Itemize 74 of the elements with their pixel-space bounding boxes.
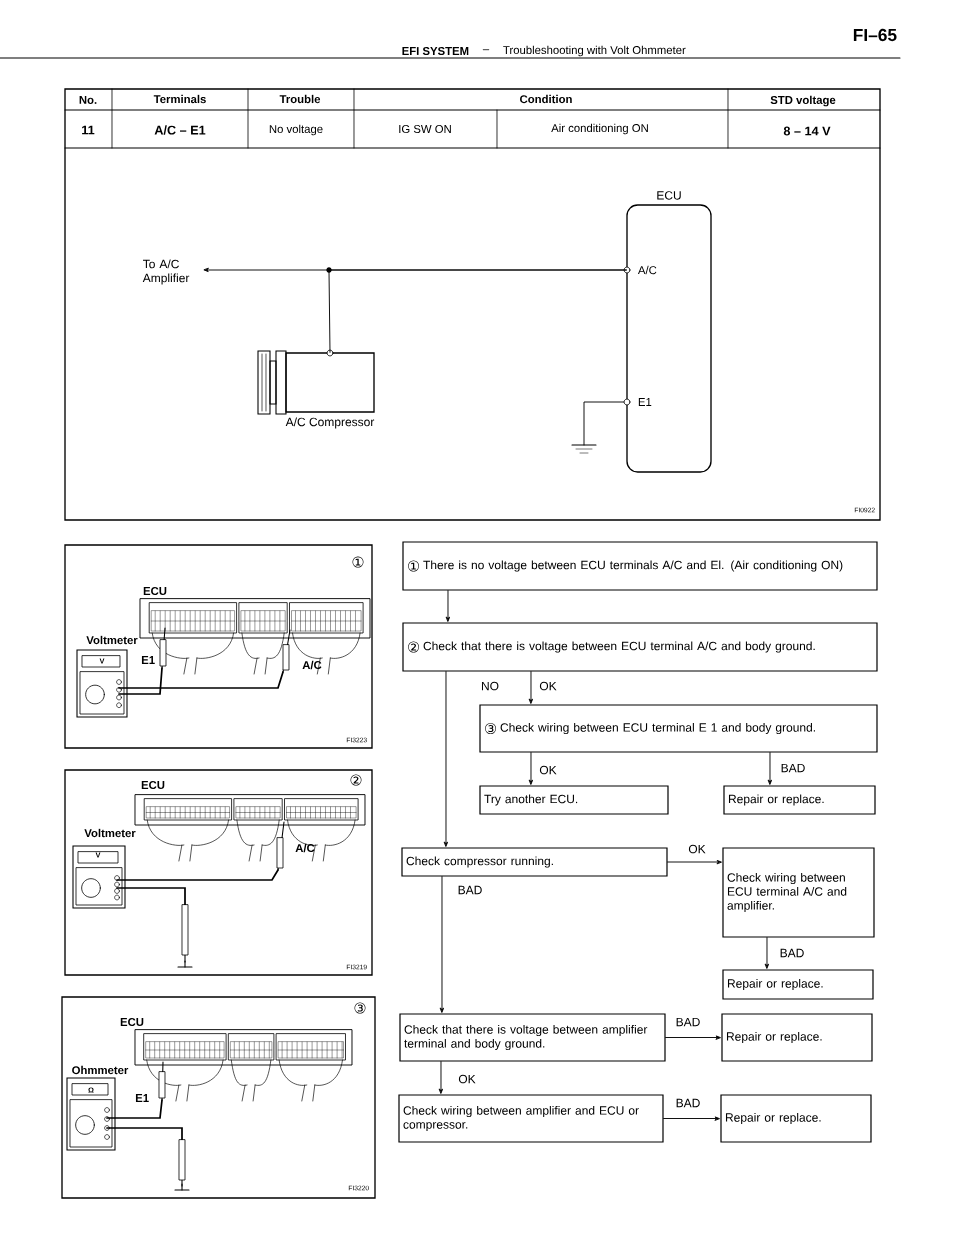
arrow [443,671,449,847]
part-label: Ohmmeter [72,1065,129,1075]
table-text: No voltage [269,124,323,136]
terminal-label: A/C [637,265,657,275]
arrow [767,752,773,785]
compressor-drawing: A/C Compressor [257,349,375,429]
terminal-label: E1 [638,398,652,406]
table-text: 11 [82,125,95,135]
wire [326,267,627,353]
arrow [528,752,534,785]
table-header: Terminals [153,94,206,104]
process-box: Repair or replace. [723,785,876,815]
process-box: Check compressor running. [401,847,668,877]
header-text: – [482,49,490,51]
table-header: STD voltage [770,95,836,107]
terminal-label: E1 [135,1094,149,1102]
process-box [402,622,878,672]
arrow [445,590,451,622]
terminal-label: A/C [295,843,315,853]
table-header: Condition [520,94,572,104]
callout-number: ① [352,556,364,568]
table-text: IG SW ON [399,125,451,133]
page-number: FI–65 [853,28,897,42]
process-box: Repair or replace. [721,1013,873,1062]
part-label: ECU [141,781,165,789]
callout-number: ③ [354,1002,366,1014]
edge-label: BAD [778,947,806,959]
header-text: Troubleshooting with Volt Ohmmeter [503,45,686,57]
step-number: ③ [485,723,497,734]
process-box: Check wiring between ECU terminal A/C and amplifier. [722,847,875,938]
arrow [764,937,770,969]
part-label: ECU [143,587,167,595]
process-box: Repair or replace. [722,969,874,1000]
edge-label: BAD [779,762,807,774]
arrow [439,876,445,1013]
edge-label: BAD [674,1016,702,1028]
callout-number: ② [350,774,362,786]
step-text: Check that there is voltage between ECU terminal A/C and body ground. [423,641,815,653]
table-text: Air conditioning ON [551,123,648,135]
step-text: There is no voltage between ECU terminals A/C and El. (Air conditioning ON) [423,560,843,572]
process-box: Check that there is voltage between amplifier terminal and body ground. [399,1013,666,1062]
step-text: Check wiring between ECU terminal E 1 and body ground. [500,722,815,735]
node-label: ECU [657,191,681,200]
table-text: 8 – 14 V [783,126,831,136]
edge-label: NO [479,680,501,692]
process-box: Check wiring between amplifier and ECU or compressor. [398,1094,664,1143]
edge-label: BAD [456,884,484,896]
step-number: ① [408,560,420,572]
process-box [402,541,878,591]
arrow [663,1116,720,1121]
wire-label: To A/C Amplifier [142,259,190,285]
table-header: Trouble [279,94,321,104]
step-number: ② [408,641,420,653]
part-label: Voltmeter [84,828,136,838]
table-header: No. [79,96,97,104]
process-box: Try another ECU. [479,785,669,815]
table-text: A/C – E1 [154,125,206,135]
edge-label: OK [457,1073,477,1085]
node-label: A/C Compressor [285,417,375,429]
terminal-label: E1 [141,656,155,664]
edge-label: OK [538,680,558,692]
arrow [438,1061,444,1094]
edge-label: OK [538,764,558,776]
edge-label: BAD [674,1097,702,1109]
process-box: Repair or replace. [720,1094,872,1143]
part-label: Voltmeter [86,635,138,645]
arrow [665,1035,721,1040]
edge-label: OK [687,843,707,855]
arrow [528,671,534,704]
header-text: EFI SYSTEM [402,47,469,55]
part-label: ECU [120,1018,144,1026]
arrow [667,859,722,865]
terminal-label: A/C [302,660,322,670]
process-box [479,704,878,753]
